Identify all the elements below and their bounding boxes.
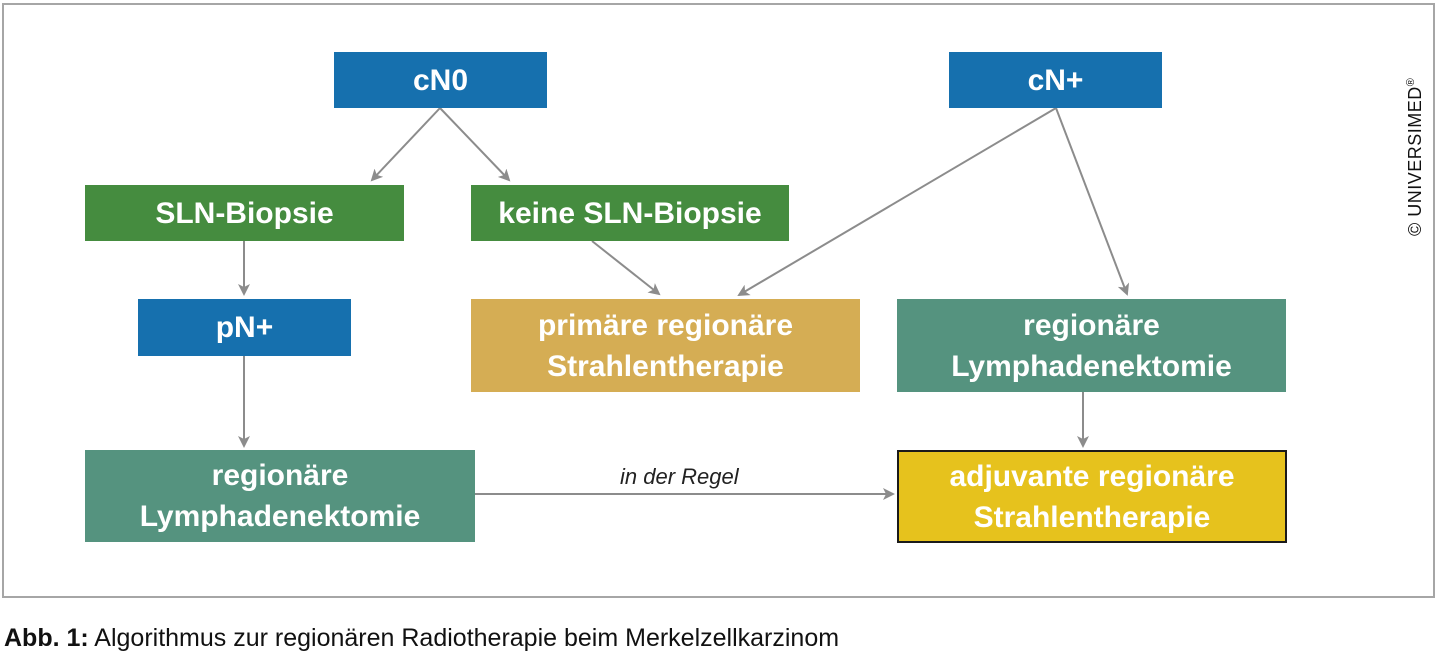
- lymphadenektomie-right-box: regionäre Lymphadenektomie: [897, 299, 1286, 392]
- arrow-cn0-to-sln-biopsie: [370, 107, 441, 182]
- registered-mark: ®: [1405, 77, 1417, 87]
- sln-biopsie-box: SLN-Biopsie: [85, 185, 404, 241]
- copyright-notice: © UNIVERSIMED®: [1405, 78, 1426, 236]
- cn0-box: cN0: [334, 52, 547, 108]
- arrow-cnplus-to-lymphadenektomie: [1055, 107, 1130, 296]
- edge-label-in-der-regel: in der Regel: [620, 464, 739, 489]
- arrow-keine-sln-to-primaere: [591, 240, 661, 296]
- adjuvante-strahlentherapie-box: adjuvante regionäre Strahlentherapie: [897, 450, 1287, 543]
- arrow-cnplus-to-primaere: [737, 107, 1057, 297]
- keine-sln-biopsie-box: keine SLN-Biopsie: [471, 185, 789, 241]
- primaere-strahlentherapie-box: primäre regionäre Strahlentherapie: [471, 299, 860, 392]
- caption-text: Algorithmus zur regionären Radiotherapie…: [88, 624, 840, 652]
- lymphadenektomie-left-box: regionäre Lymphadenektomie: [85, 450, 475, 542]
- pnplus-box: pN+: [138, 299, 351, 356]
- figure-caption: Abb. 1: Algorithmus zur regionären Radio…: [4, 624, 839, 653]
- caption-label: Abb. 1:: [4, 624, 89, 652]
- arrow-cn0-to-keine-sln-biopsie: [439, 107, 511, 182]
- copyright-text: © UNIVERSIMED: [1405, 86, 1425, 236]
- cnplus-box: cN+: [949, 52, 1162, 108]
